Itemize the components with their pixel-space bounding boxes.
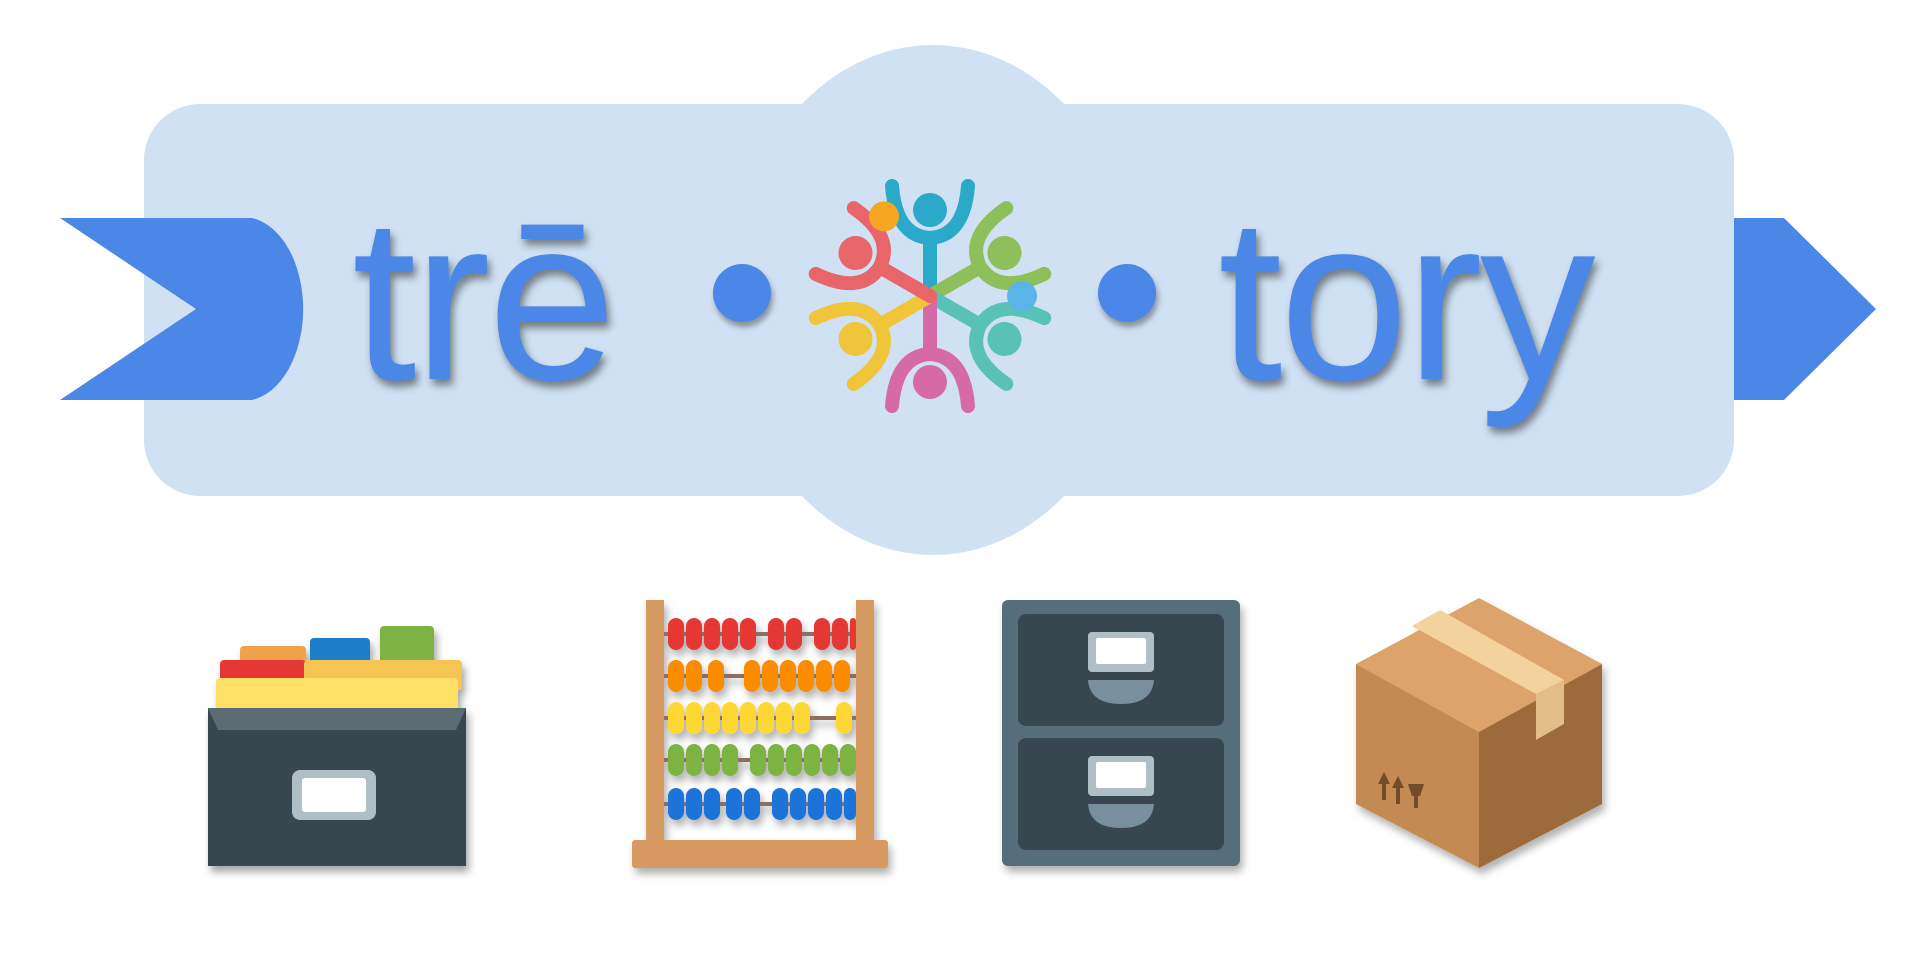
people-circle-logo-icon: [808, 176, 1052, 416]
wordmark-left: trē: [352, 170, 617, 429]
package-box-icon: [1354, 598, 1604, 870]
wordmark-right: tory: [1218, 170, 1596, 429]
left-ribbon-tail: [60, 218, 304, 400]
file-cabinet-icon: [1002, 600, 1240, 870]
card-file-box-icon: [200, 620, 474, 870]
right-ribbon-arrow: [1734, 218, 1876, 400]
separator-dot-right: [1098, 264, 1156, 322]
separator-dot-left: [713, 264, 771, 322]
abacus-icon: [632, 600, 888, 870]
